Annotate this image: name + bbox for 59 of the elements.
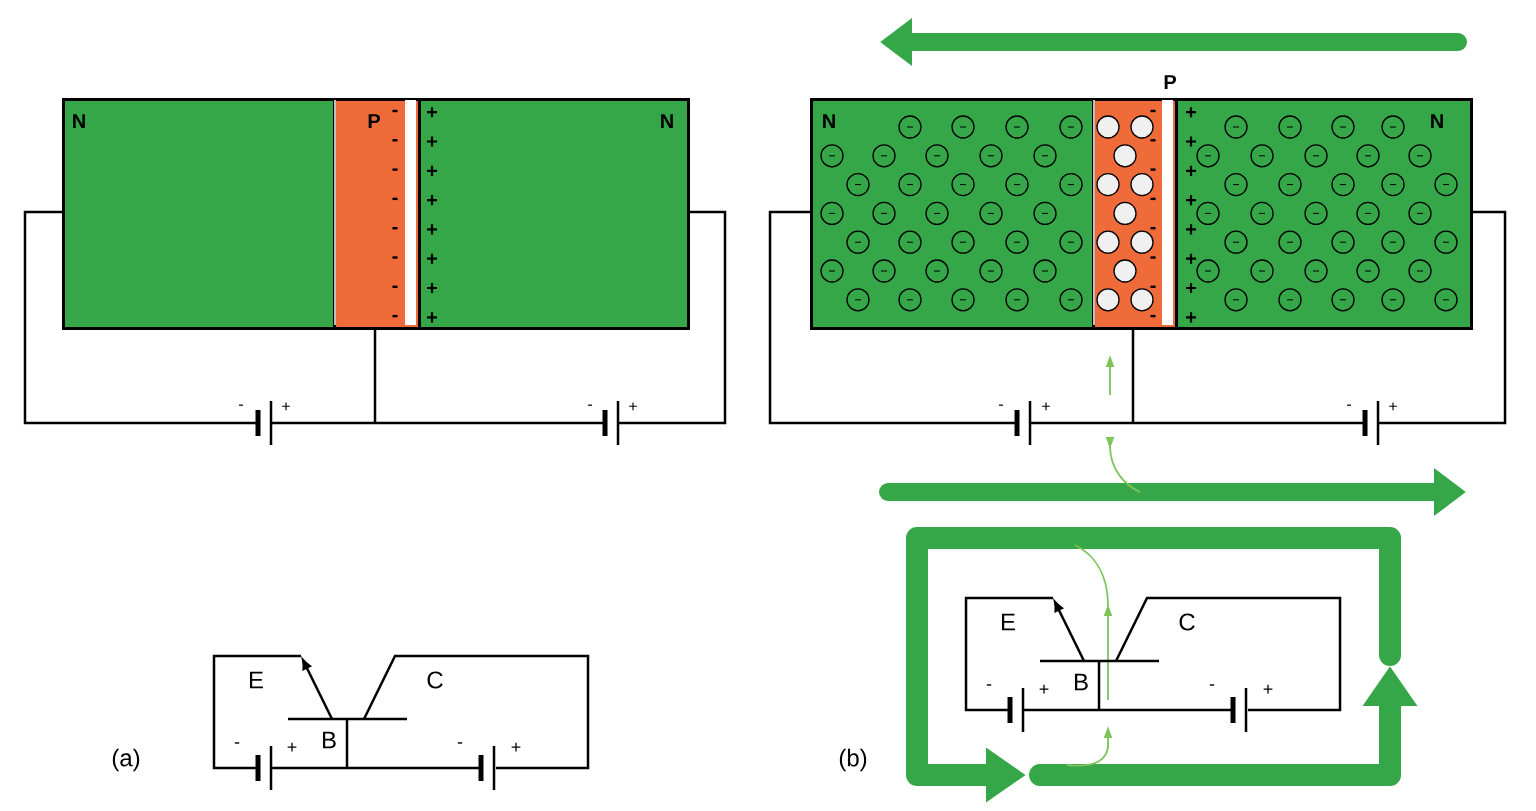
sign-label: + (629, 402, 637, 411)
sign-label: - (1150, 227, 1156, 230)
sign-label: - (1150, 168, 1156, 171)
sign-label: + (1186, 165, 1197, 176)
sign-label: + (427, 195, 438, 206)
sign-label: - (457, 742, 463, 744)
sign-label: - (392, 256, 398, 259)
sign-label: - (392, 314, 398, 318)
sign-label: + (427, 136, 438, 147)
sign-label: E (1002, 613, 1015, 631)
sign-label: B (1075, 673, 1088, 691)
sign-label: - (1150, 197, 1156, 201)
sign-label: + (1186, 312, 1197, 323)
sign-label: C (427, 671, 443, 689)
sign-label: + (287, 742, 297, 752)
sign-label: - (1150, 109, 1156, 113)
sign-label: - (986, 684, 992, 686)
sign-label: - (392, 139, 398, 142)
sign-label: + (1263, 684, 1273, 694)
sign-label: - (1150, 314, 1156, 318)
sign-label: + (282, 402, 290, 411)
sign-label: - (392, 168, 398, 171)
sign-label: - (1150, 139, 1156, 142)
node-label: P (1164, 75, 1176, 89)
sign-label: - (588, 404, 592, 406)
sign-label: E (250, 671, 263, 689)
sign-label: + (1042, 402, 1050, 411)
sign-label: (b) (839, 748, 867, 772)
n-region: N (62, 98, 336, 330)
sign-label: - (1209, 684, 1215, 686)
sign-label: - (234, 742, 240, 744)
sign-label: + (1186, 253, 1197, 264)
sign-label: + (1186, 224, 1197, 235)
sign-label: + (427, 253, 438, 264)
sign-label: - (999, 404, 1003, 406)
sign-label: C (1179, 613, 1195, 631)
sign-label: + (427, 282, 438, 294)
sign-label: + (511, 742, 521, 752)
sign-label: + (1039, 684, 1049, 694)
sign-label: - (392, 197, 398, 201)
sign-label: - (1150, 285, 1156, 288)
sign-label: - (239, 404, 243, 406)
sign-label: + (427, 224, 438, 235)
sign-label: - (392, 285, 398, 288)
sign-label: + (427, 165, 438, 176)
sign-label: + (427, 107, 438, 118)
sign-label: - (1150, 256, 1156, 259)
sign-label: + (1186, 282, 1197, 294)
sign-label: - (1347, 404, 1351, 406)
n-region: N (810, 98, 1095, 330)
sign-label: + (1186, 136, 1197, 147)
sign-label: (a) (112, 748, 140, 772)
sign-label: + (1186, 195, 1197, 206)
sign-label: - (392, 109, 398, 113)
sign-label: + (1186, 107, 1197, 118)
sign-label: - (392, 227, 398, 230)
sign-label: B (323, 731, 336, 749)
sign-label: + (1389, 402, 1397, 411)
sign-label: + (427, 312, 438, 323)
